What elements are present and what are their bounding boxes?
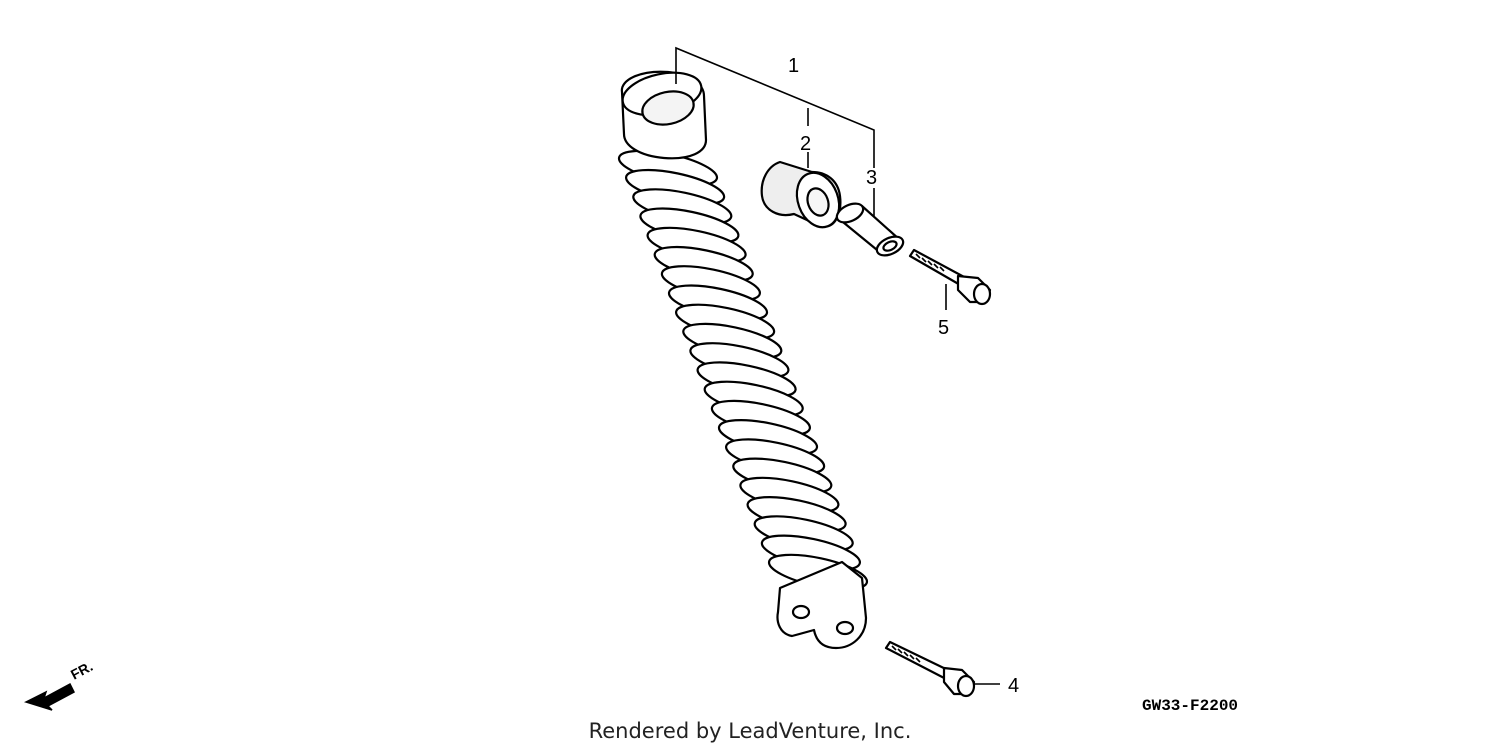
bolt-part-5[interactable] [908,248,992,306]
lower-clevis-mount [776,560,868,650]
spring-coils [617,149,869,591]
shock-absorber[interactable] [616,66,870,650]
callout-1: 1 [788,55,799,77]
leader-lines [675,46,1000,685]
upper-mount-eye [620,70,708,160]
callout-2: 2 [800,133,811,155]
bushing-part-2[interactable] [760,160,847,233]
figure-code: GW33-F2200 [1142,697,1238,715]
callout-5: 5 [938,317,949,339]
callout-4: 4 [1008,675,1019,697]
front-direction-arrow-icon [23,682,75,711]
collar-part-3[interactable] [834,200,906,259]
callout-3: 3 [866,167,877,189]
credit-text: Rendered by LeadVenture, Inc. [589,719,912,743]
bolt-part-4[interactable] [884,640,976,698]
direction-label: FR. [68,658,95,683]
